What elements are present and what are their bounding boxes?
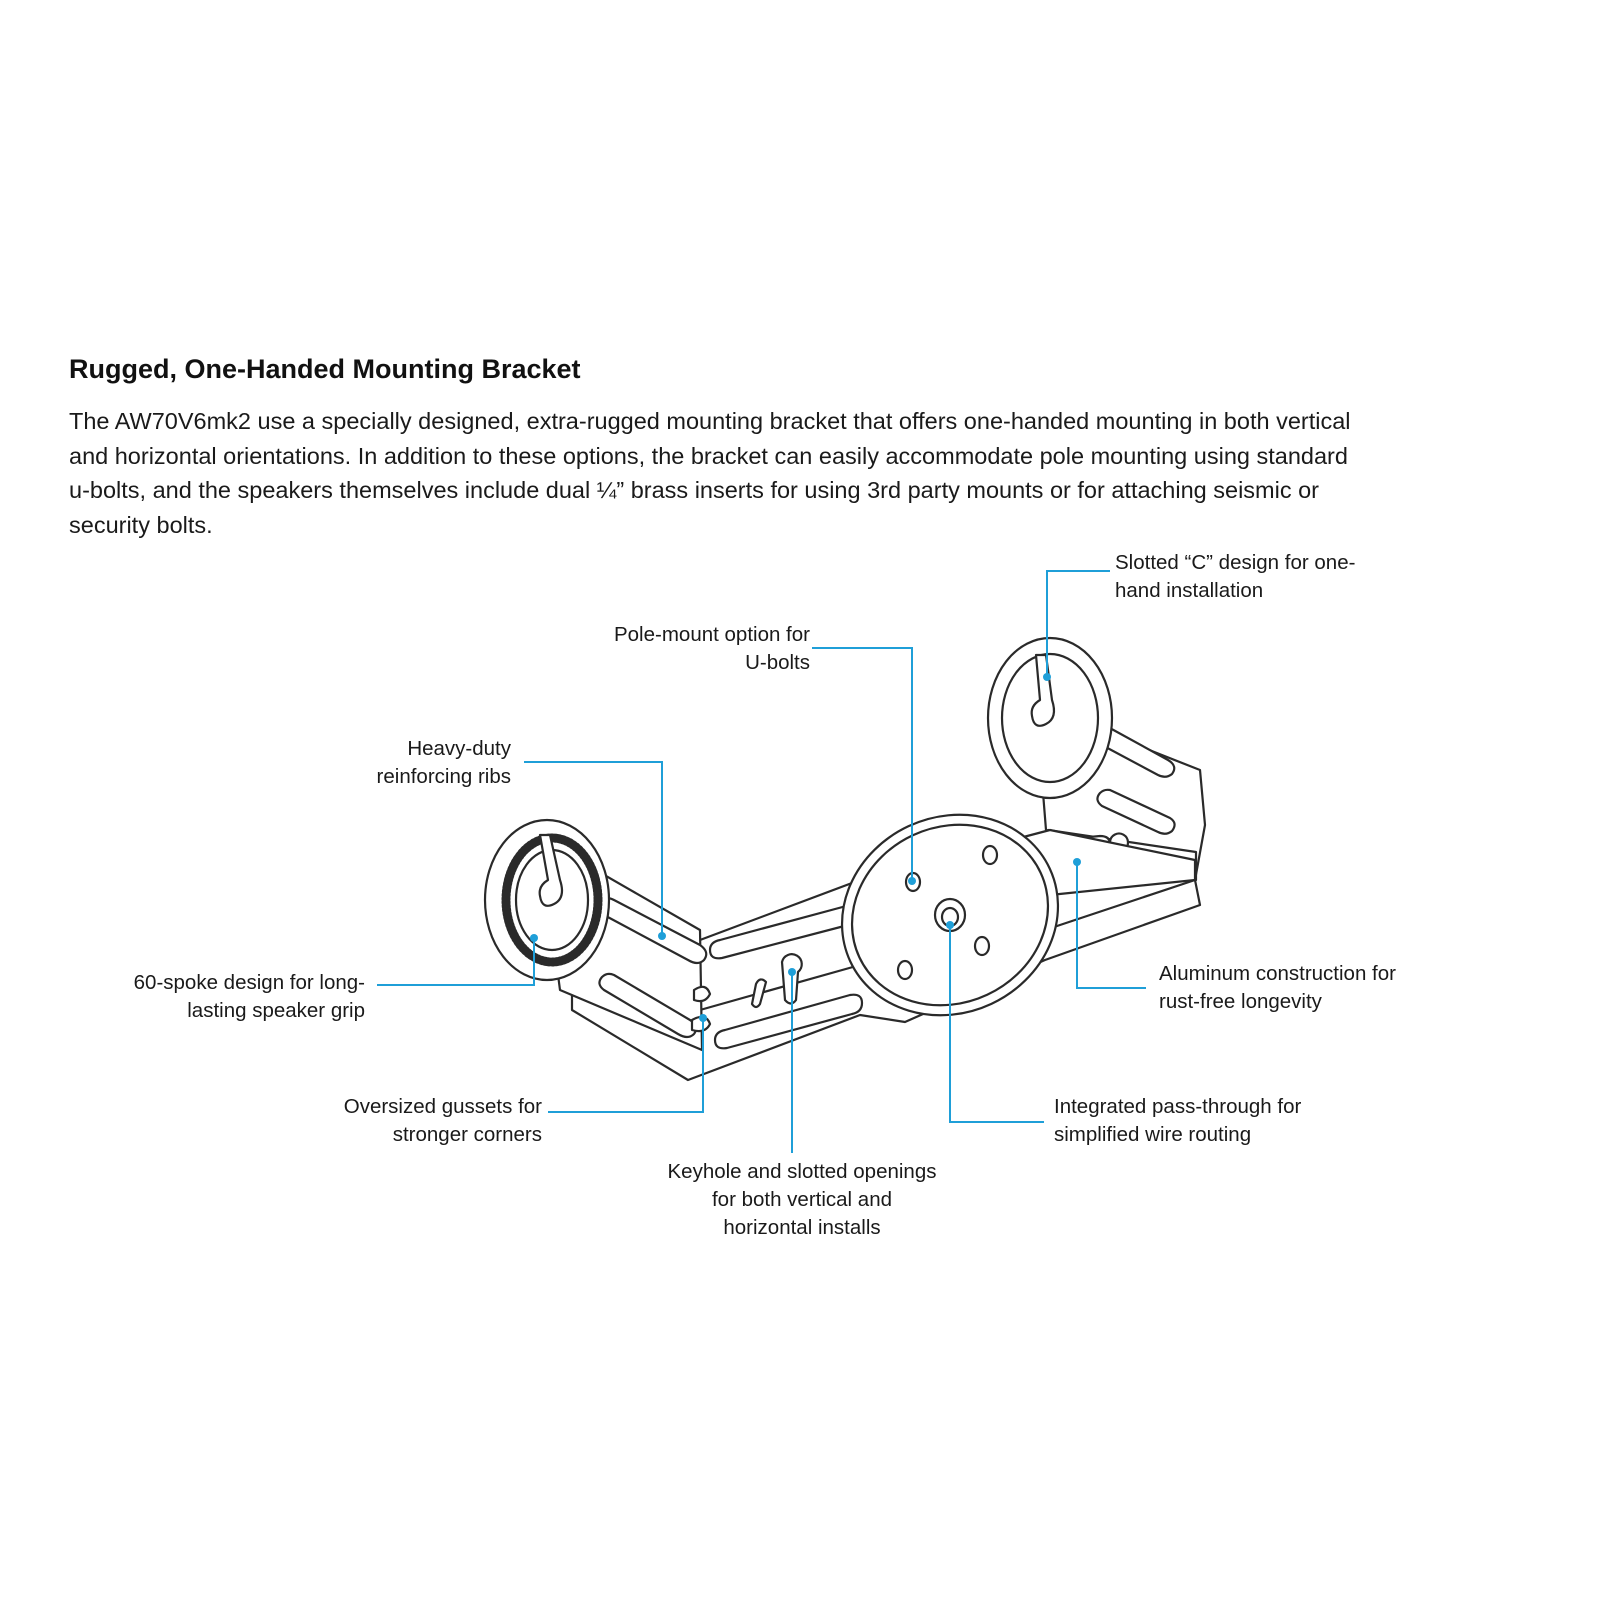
callout-line: Integrated pass-through for xyxy=(1054,1095,1302,1118)
mounting-hole xyxy=(973,935,991,957)
rib-slot xyxy=(713,993,864,1050)
leader-dot xyxy=(1073,858,1081,866)
callout-line: U-bolts xyxy=(745,651,810,674)
callout-reinforcing-ribs: Heavy-duty reinforcing ribs xyxy=(377,735,511,791)
callout-line: lasting speaker grip xyxy=(187,999,365,1022)
leader-line-aluminum xyxy=(1076,862,1146,989)
callout-line: 60-spoke design for long- xyxy=(133,971,365,994)
leader-dot xyxy=(788,968,796,976)
callout-line: stronger corners xyxy=(392,1123,542,1146)
description-line: security bolts. xyxy=(69,511,213,538)
c-slot xyxy=(1030,653,1056,727)
callout-line: simplified wire routing xyxy=(1054,1123,1252,1146)
gusset xyxy=(692,985,712,1003)
callout-line: Aluminum construction for xyxy=(1159,962,1396,985)
mounting-hole xyxy=(981,844,999,866)
leader-dot xyxy=(530,934,538,942)
callout-line: reinforcing ribs xyxy=(376,765,511,788)
leader-dot xyxy=(699,1014,707,1022)
c-slot xyxy=(538,833,564,907)
description-paragraph: The AW70V6mk2 use a specially designed, … xyxy=(69,404,1549,542)
callout-line: Keyhole and slotted openings xyxy=(667,1160,937,1183)
callout-line: Pole-mount option for xyxy=(613,623,810,646)
leader-dot xyxy=(946,921,954,929)
callout-gussets: Oversized gussets for stronger corners xyxy=(344,1093,542,1149)
callout-line: Heavy-duty xyxy=(407,737,511,760)
leader-line-pass-through xyxy=(949,925,1044,1123)
callout-slotted-c: Slotted “C” design for one- hand install… xyxy=(1115,549,1355,605)
callout-line: Oversized gussets for xyxy=(343,1095,542,1118)
callout-line: horizontal installs xyxy=(723,1216,881,1239)
callout-aluminum: Aluminum construction for rust-free long… xyxy=(1159,960,1396,1016)
rib-slot xyxy=(1096,788,1176,835)
section-heading: Rugged, One-Handed Mounting Bracket xyxy=(69,354,581,384)
callout-keyhole: Keyhole and slotted openings for both ve… xyxy=(642,1158,962,1242)
mounting-hole xyxy=(896,959,914,981)
callout-line: hand installation xyxy=(1115,579,1264,602)
leader-dot xyxy=(908,877,916,885)
leader-line-spoke xyxy=(377,938,535,986)
callout-line: rust-free longevity xyxy=(1159,990,1322,1013)
leader-line-gussets xyxy=(548,1018,704,1113)
bracket-illustration xyxy=(483,636,1207,1082)
leader-dot xyxy=(658,932,666,940)
description-line: u-bolts, and the speakers themselves inc… xyxy=(69,477,1320,503)
leader-dot xyxy=(1043,673,1051,681)
description-line: The AW70V6mk2 use a specially designed, … xyxy=(69,408,1351,434)
leader-line-pole-mount xyxy=(812,647,913,881)
description-line: and horizontal orientations. In addition… xyxy=(69,442,1348,469)
callout-pole-mount: Pole-mount option for U-bolts xyxy=(614,621,810,677)
callout-pass-through: Integrated pass-through for simplified w… xyxy=(1054,1093,1301,1149)
callout-line: for both vertical and xyxy=(711,1188,893,1211)
leader-lines xyxy=(377,570,1146,1153)
leader-dots xyxy=(530,673,1081,1022)
callout-line: Slotted “C” design for one- xyxy=(1115,551,1356,574)
leader-line-ribs xyxy=(524,761,663,936)
slotted-opening xyxy=(750,978,768,1009)
leader-line-slotted-c xyxy=(1046,570,1110,677)
callout-spoke-design: 60-spoke design for long- lasting speake… xyxy=(134,969,365,1025)
